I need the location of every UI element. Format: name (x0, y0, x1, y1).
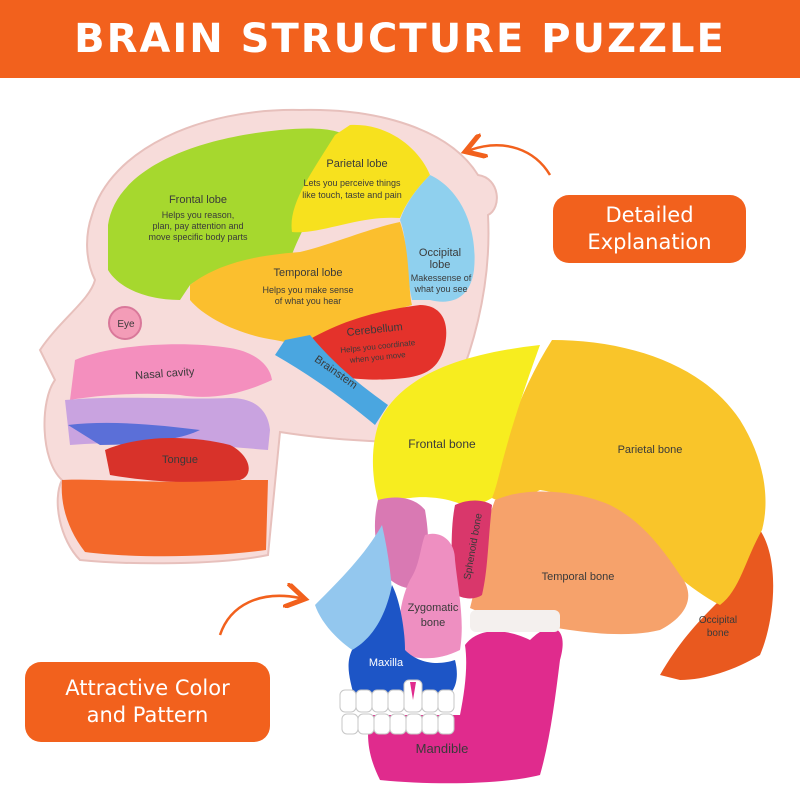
zygomatic-label-1: Zygomatic (408, 602, 459, 614)
temporal-lobe-label: Temporal lobe (273, 267, 342, 279)
frontal-lobe-desc-3: move specific body parts (148, 232, 248, 242)
nasal-bone-piece (315, 525, 393, 655)
arrow-to-skull (218, 596, 300, 636)
temporal-lobe-piece[interactable] (190, 222, 412, 345)
frontal-lobe-desc-1: Helps you reason, (162, 210, 235, 220)
maxilla-piece[interactable] (348, 585, 457, 700)
zygomatic-bone-piece[interactable] (399, 533, 462, 659)
mandible-piece[interactable] (368, 628, 563, 784)
skull-puzzle: Frontal bone Parietal bone Sphenoid bone… (315, 340, 774, 784)
parietal-lobe-label: Parietal lobe (326, 158, 387, 170)
frontal-bone-piece[interactable] (372, 345, 540, 510)
mandible-label: Mandible (416, 741, 469, 756)
nasal-cavity-piece[interactable] (70, 344, 272, 400)
zygomatic-label-2: bone (421, 617, 445, 629)
occipital-bone-label-2: bone (707, 628, 730, 639)
nasal-cavity-label: Nasal cavity (135, 366, 195, 382)
callout-attractive-line1: Attractive Color (65, 676, 230, 700)
tooth-root-detail (410, 682, 416, 700)
occipital-bone-label-1: Occipital (699, 615, 737, 626)
occipital-lobe-label-2: lobe (430, 259, 451, 271)
callout-detailed-line2: Explanation (587, 230, 712, 254)
callout-attractive-line2: and Pattern (86, 703, 209, 727)
parietal-bone-piece[interactable] (492, 340, 766, 605)
jaw-piece (61, 479, 268, 557)
frontal-lobe-label: Frontal lobe (169, 194, 227, 206)
callout-detailed-line1: Detailed (605, 203, 694, 227)
temporal-bone-label: Temporal bone (542, 571, 615, 583)
arrow-to-brain (470, 145, 552, 176)
occipital-lobe-desc-2: what you see (413, 284, 467, 294)
occipital-lobe-desc-1: Makessense of (411, 273, 472, 283)
title-banner: BRAIN STRUCTURE PUZZLE (0, 0, 800, 78)
brainstem-piece[interactable] (275, 335, 388, 425)
tongue-piece[interactable] (105, 438, 249, 483)
eye-label: Eye (117, 319, 135, 330)
temporal-lobe-desc-2: of what you hear (275, 296, 342, 306)
sphenoid-bone-piece[interactable] (451, 500, 492, 599)
page-title: BRAIN STRUCTURE PUZZLE (74, 16, 726, 62)
temporal-lobe-desc-1: Helps you make sense (262, 285, 353, 295)
temporal-bone-piece[interactable] (470, 491, 689, 635)
teeth (339, 679, 455, 735)
parietal-bone-label: Parietal bone (618, 444, 683, 456)
cerebellum-piece[interactable] (300, 305, 447, 380)
occipital-lobe-piece[interactable] (400, 175, 475, 302)
tongue-label: Tongue (162, 454, 198, 466)
detailed-explanation-callout: Detailed Explanation (553, 195, 746, 263)
brain-puzzle: Frontal lobe Helps you reason, plan, pay… (38, 108, 498, 565)
eye-piece[interactable] (108, 306, 142, 340)
parietal-lobe-piece[interactable] (291, 124, 430, 233)
frontal-bone-label: Frontal bone (408, 437, 476, 451)
occipital-lobe-label-1: Occipital (419, 247, 461, 259)
maxilla-label: Maxilla (369, 657, 404, 669)
occipital-bone-piece[interactable] (660, 530, 774, 680)
attractive-color-callout: Attractive Color and Pattern (25, 662, 270, 742)
parietal-lobe-desc-2: like touch, taste and pain (302, 190, 402, 200)
frontal-lobe-desc-2: plan, pay attention and (152, 221, 243, 231)
parietal-lobe-desc-1: Lets you perceive things (303, 178, 401, 188)
skull-base-strip (470, 610, 560, 632)
cerebellum-label: Cerebellum (346, 321, 403, 339)
